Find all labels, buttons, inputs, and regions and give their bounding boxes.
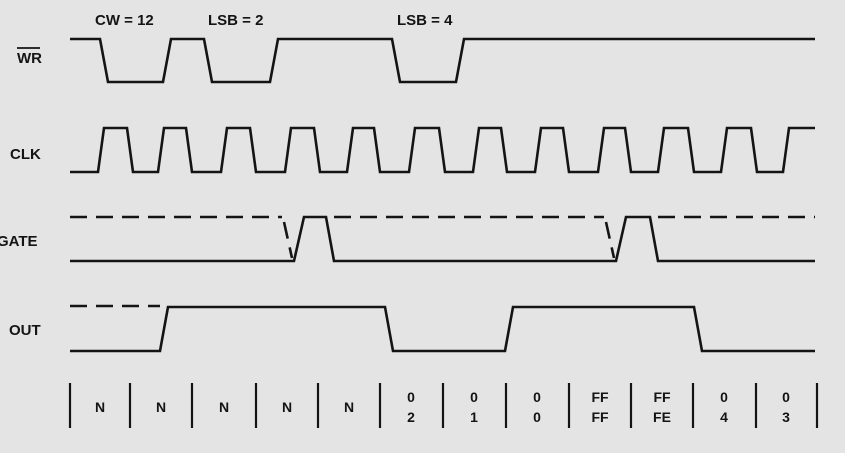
counter-value-11-msb: 0 (720, 389, 728, 405)
clk-waveform (70, 126, 815, 174)
counter-value-3: N (219, 399, 229, 415)
gate-dashed-edge-left (282, 221, 294, 259)
counter-value-8-msb: 0 (533, 389, 541, 405)
counter-value-6-msb: 0 (407, 389, 415, 405)
counter-value-2: N (156, 399, 166, 415)
wr-waveform (70, 37, 815, 84)
out-label: OUT (9, 322, 41, 339)
counter-value-9-lsb: FF (591, 409, 609, 425)
gate-pulse-1 (70, 215, 612, 263)
annotation-lsb-second: LSB = 4 (397, 12, 453, 29)
counter-separators (68, 383, 819, 428)
counter-value-11-lsb: 4 (720, 409, 728, 425)
counter-value-4: N (282, 399, 292, 415)
clk-label: CLK (10, 146, 41, 163)
gate-pulse-2 (612, 215, 815, 263)
counter-values: N N N N N 0 2 0 1 0 0 FF FF FF FE 0 4 0 … (95, 389, 790, 425)
counter-value-9-msb: FF (591, 389, 609, 405)
counter-value-10-lsb: FE (653, 409, 671, 425)
annotation-cw: CW = 12 (95, 12, 154, 29)
counter-value-5: N (344, 399, 354, 415)
out-waveform (70, 305, 815, 353)
annotation-lsb-first: LSB = 2 (208, 12, 263, 29)
wr-label: WR (17, 50, 42, 67)
gate-dashed-edge-right (604, 221, 616, 259)
counter-value-8-lsb: 0 (533, 409, 541, 425)
counter-value-6-lsb: 2 (407, 409, 415, 425)
counter-value-7-msb: 0 (470, 389, 478, 405)
counter-value-1: N (95, 399, 105, 415)
counter-value-10-msb: FF (653, 389, 671, 405)
gate-label: GATE (0, 233, 38, 250)
counter-value-12-lsb: 3 (782, 409, 790, 425)
counter-value-12-msb: 0 (782, 389, 790, 405)
counter-value-7-lsb: 1 (470, 409, 478, 425)
